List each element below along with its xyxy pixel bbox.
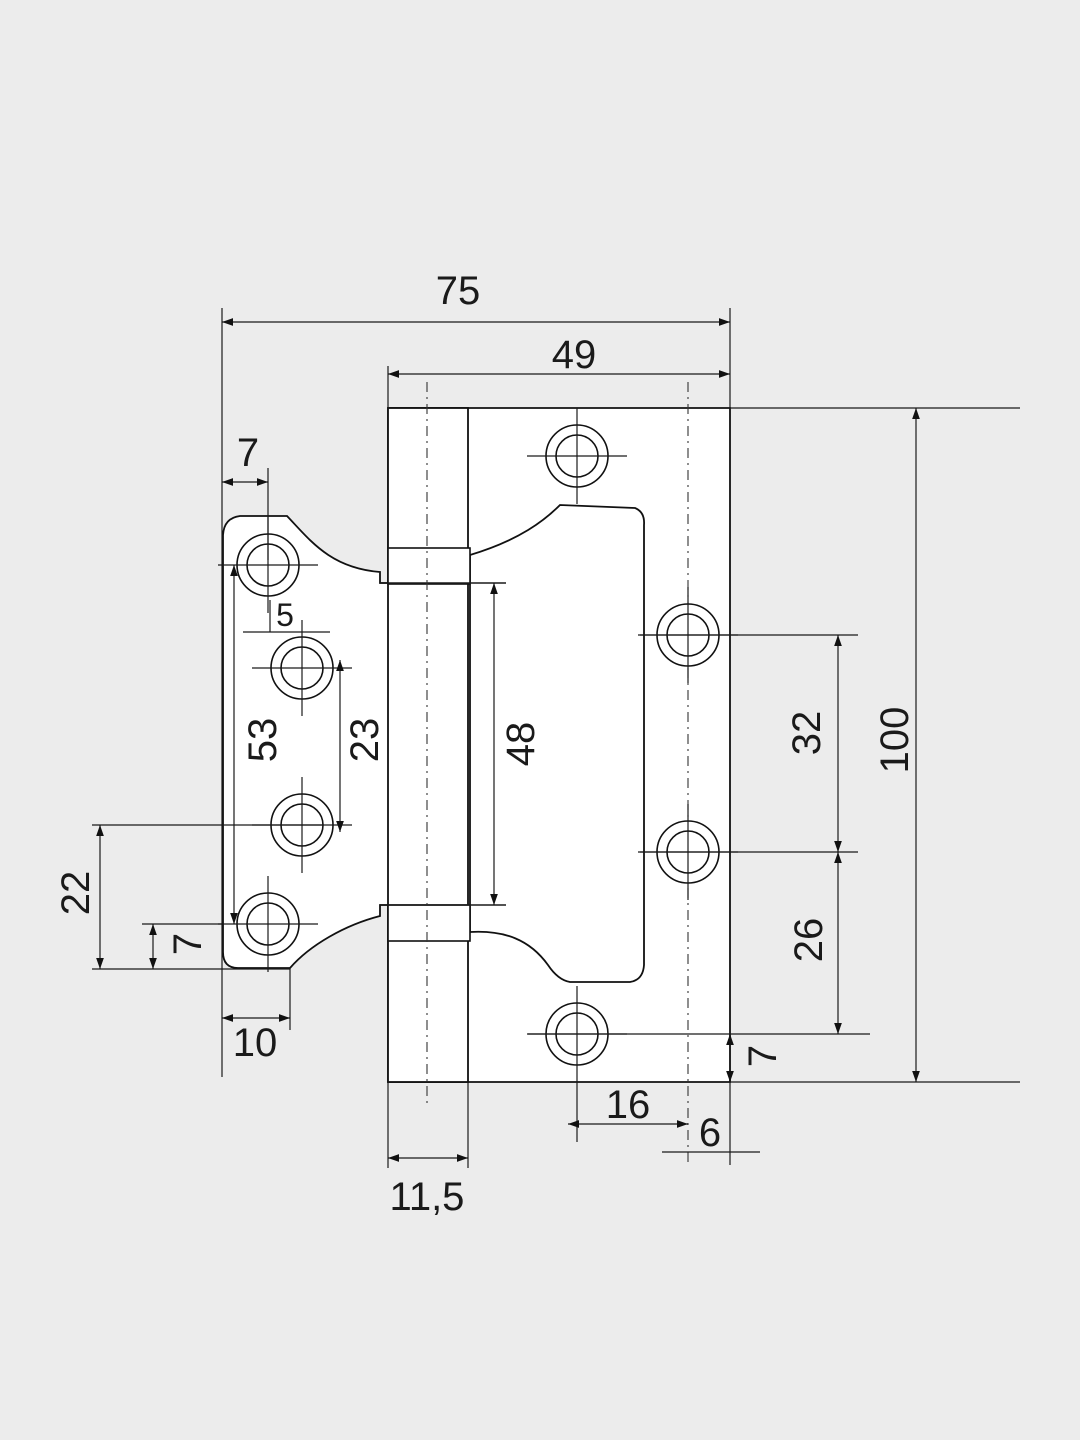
dim-total-width: 75 [436, 269, 481, 313]
dim-left-lower-height: 22 [54, 871, 98, 916]
dim-hole-offset: 5 [276, 597, 294, 633]
dim-axis-to-edge: 6 [699, 1111, 721, 1155]
dim-right-lower-spacing: 26 [787, 918, 831, 963]
dim-slot-length: 48 [499, 722, 543, 767]
dim-outer-hole-spacing: 53 [241, 718, 285, 763]
knuckle-strip [387, 407, 469, 1083]
dim-right-upper-spacing: 32 [785, 711, 829, 756]
dim-right-bottom-hole: 7 [741, 1045, 785, 1067]
hole-left-inner-upper [252, 620, 352, 716]
dim-leaf-width: 49 [552, 333, 597, 377]
dim-left-edge-hole: 7 [237, 431, 259, 475]
hole-left-bottom [218, 876, 318, 972]
dim-inner-hole-spacing: 23 [343, 718, 387, 763]
inner-leaf [222, 515, 391, 969]
knuckle-lower-tab [387, 904, 471, 942]
dimension-lines [96, 318, 920, 1162]
dim-height: 100 [873, 707, 917, 774]
dim-left-bottom-hole: 7 [166, 933, 210, 955]
hole-left-top [218, 517, 318, 613]
knuckle-upper-tab [387, 547, 471, 585]
dim-left-bottom-width: 10 [233, 1021, 278, 1065]
dim-hole-to-axis: 16 [606, 1083, 651, 1127]
hole-top-right [527, 408, 627, 504]
dim-knuckle-width: 11,5 [390, 1175, 465, 1219]
